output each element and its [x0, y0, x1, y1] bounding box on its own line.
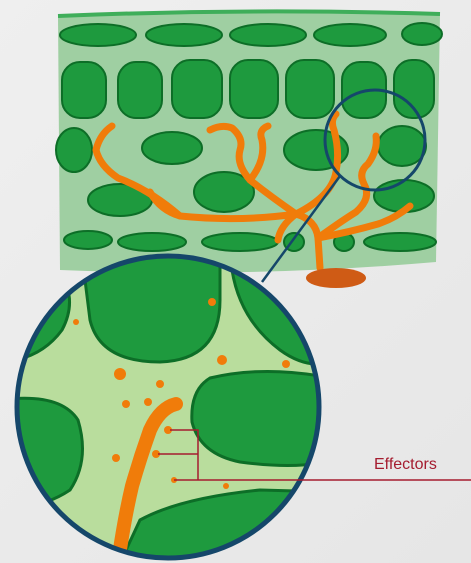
epidermal-cell: [230, 24, 306, 46]
lower-cell: [64, 231, 112, 249]
spongy-cell: [378, 126, 426, 166]
epidermal-cell: [146, 24, 222, 46]
fungal-spore: [306, 268, 366, 288]
palisade-cell: [172, 60, 222, 118]
lower-cell: [118, 233, 186, 251]
epidermal-cell: [314, 24, 386, 46]
spongy-cell: [56, 128, 92, 172]
lower-cell: [202, 233, 278, 251]
palisade-cell: [230, 60, 278, 118]
spongy-cell: [142, 132, 202, 164]
lower-cell: [364, 233, 436, 251]
zoom-lens: [0, 240, 340, 563]
palisade-cell: [286, 60, 334, 118]
epidermal-cell: [60, 24, 136, 46]
palisade-cell: [118, 62, 162, 118]
epidermal-cell: [402, 23, 442, 45]
leaf-tissue: [56, 11, 442, 288]
effectors-label: Effectors: [374, 456, 437, 474]
palisade-cell: [62, 62, 106, 118]
zoomed-cell: [192, 371, 330, 465]
